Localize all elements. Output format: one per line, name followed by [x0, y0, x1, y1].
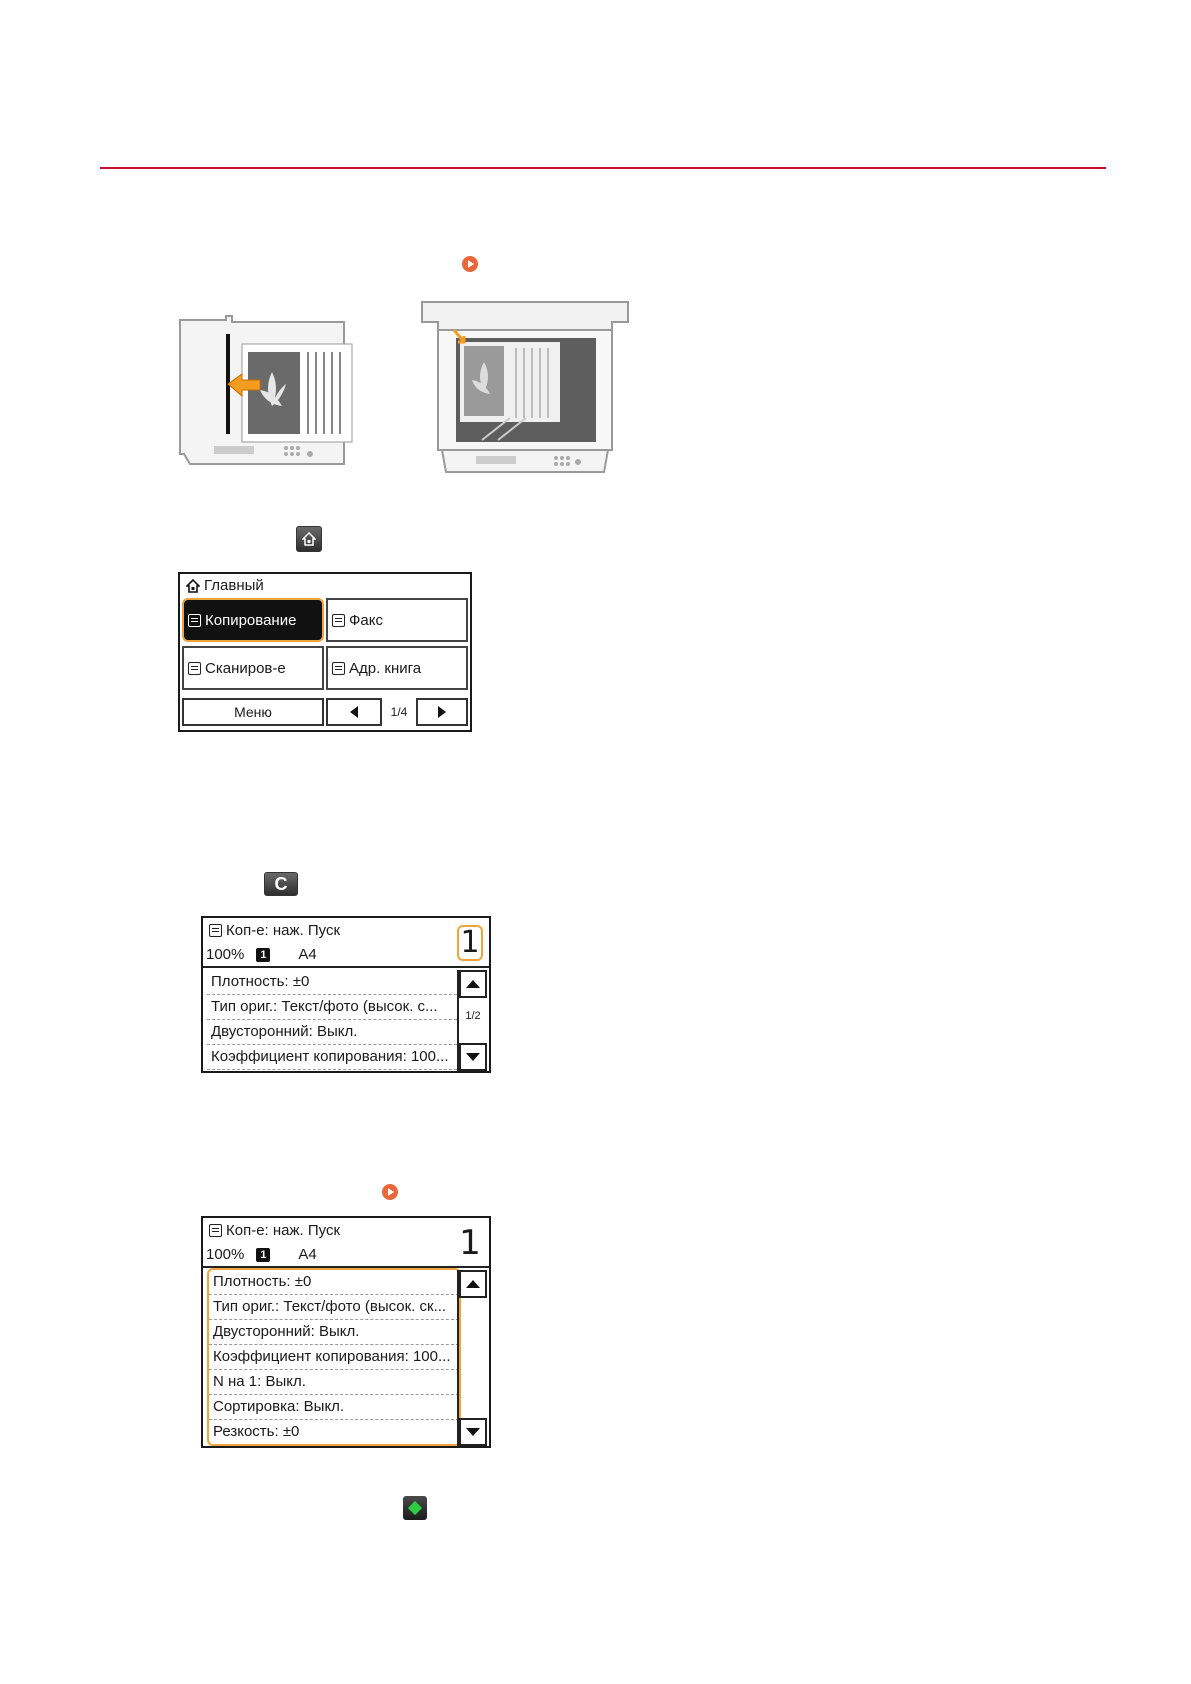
paper-tray-badge: 1	[256, 947, 271, 962]
tile-copy-label: Копирование	[205, 611, 297, 629]
page-indicator: 1/4	[390, 705, 408, 719]
tile-address-book[interactable]: Адр. книга	[326, 646, 468, 690]
platen-loading-illustration	[421, 301, 629, 473]
tile-fax[interactable]: Факс	[326, 598, 468, 642]
scroll-up-button[interactable]	[459, 970, 487, 998]
tile-scan-label: Сканиров-е	[205, 659, 286, 677]
scroll-down-button[interactable]	[459, 1418, 487, 1446]
list-item[interactable]: Плотность: ±0	[207, 970, 457, 995]
chevron-up-icon	[466, 980, 480, 988]
start-key[interactable]	[403, 1496, 427, 1520]
paper-size: A4	[298, 946, 317, 963]
chevron-down-icon	[466, 1053, 480, 1061]
home-icon	[302, 532, 316, 546]
paper-tray-badge: 1	[256, 1247, 271, 1262]
address-book-icon	[332, 661, 345, 675]
scroll-down-button[interactable]	[459, 1043, 487, 1071]
settings-list: Плотность: ±0 Тип ориг.: Текст/фото (выс…	[207, 970, 457, 1070]
list-item[interactable]: Коэффициент копирования: 100...	[207, 1045, 457, 1070]
tile-scan[interactable]: Сканиров-е	[182, 646, 324, 690]
feeder-loading-illustration	[179, 315, 353, 465]
page-indicator: 1/2	[465, 1010, 481, 1022]
list-item[interactable]: Тип ориг.: Текст/фото (высок. ск...	[209, 1295, 459, 1320]
page-next-button[interactable]	[416, 698, 468, 726]
scanner-icon	[188, 661, 201, 675]
list-item[interactable]: Сортировка: Выкл.	[209, 1395, 459, 1420]
chevron-down-icon	[466, 1428, 480, 1436]
home-icon	[186, 578, 200, 593]
fax-icon	[332, 613, 345, 627]
paper-size: A4	[298, 1246, 317, 1263]
menu-button-label: Меню	[234, 704, 272, 720]
list-item[interactable]: Двусторонний: Выкл.	[207, 1020, 457, 1045]
tile-fax-label: Факс	[349, 611, 383, 629]
tile-address-book-label: Адр. книга	[349, 659, 422, 677]
copy-icon	[188, 613, 201, 627]
section-rule	[100, 167, 1106, 169]
reference-link-icon[interactable]	[382, 1184, 398, 1200]
list-item[interactable]: Тип ориг.: Текст/фото (высок. с...	[207, 995, 457, 1020]
home-screen-header: Главный	[180, 574, 470, 597]
copy-icon	[209, 1224, 222, 1237]
copy-icon	[209, 924, 222, 937]
menu-button[interactable]: Меню	[182, 698, 324, 726]
scrollbar[interactable]: 1/2	[457, 970, 487, 1071]
list-item[interactable]: Плотность: ±0	[209, 1270, 459, 1295]
copy-screen-2-header: Коп-е: наж. Пуск 100% 1 A4 1	[203, 1218, 489, 1268]
copy-screen-1: Коп-е: наж. Пуск 100% 1 A4 1 Плотность: …	[201, 916, 491, 1073]
scroll-up-button[interactable]	[459, 1270, 487, 1298]
home-key[interactable]	[296, 526, 322, 552]
list-item[interactable]: Коэффициент копирования: 100...	[209, 1345, 459, 1370]
copy-status: Коп-е: наж. Пуск	[226, 1222, 341, 1239]
chevron-right-icon	[438, 706, 446, 718]
page-prev-button[interactable]	[326, 698, 382, 726]
settings-list: Плотность: ±0 Тип ориг.: Текст/фото (выс…	[207, 1268, 461, 1446]
scrollbar[interactable]	[457, 1270, 487, 1446]
copy-count[interactable]: 1	[459, 1223, 481, 1263]
home-screen-title: Главный	[204, 577, 264, 594]
chevron-up-icon	[466, 1280, 480, 1288]
chevron-left-icon	[350, 706, 358, 718]
clear-key-label: C	[274, 874, 288, 894]
reference-link-icon[interactable]	[462, 256, 478, 272]
zoom-value: 100%	[206, 946, 245, 963]
copy-status: Коп-е: наж. Пуск	[226, 922, 341, 939]
tile-copy[interactable]: Копирование	[182, 598, 324, 642]
copy-count[interactable]: 1	[457, 925, 483, 961]
start-icon	[407, 1500, 423, 1516]
zoom-value: 100%	[206, 1246, 245, 1263]
list-item[interactable]: N на 1: Выкл.	[209, 1370, 459, 1395]
list-item[interactable]: Двусторонний: Выкл.	[209, 1320, 459, 1345]
copy-screen-2: Коп-е: наж. Пуск 100% 1 A4 1 Плотность: …	[201, 1216, 491, 1448]
clear-key[interactable]: C	[264, 872, 298, 896]
copy-screen-1-header: Коп-е: наж. Пуск 100% 1 A4 1	[203, 918, 489, 968]
home-screen: Главный Копирование Факс Сканиров-е Адр.…	[178, 572, 472, 732]
list-item[interactable]: Резкость: ±0	[213, 1423, 300, 1440]
